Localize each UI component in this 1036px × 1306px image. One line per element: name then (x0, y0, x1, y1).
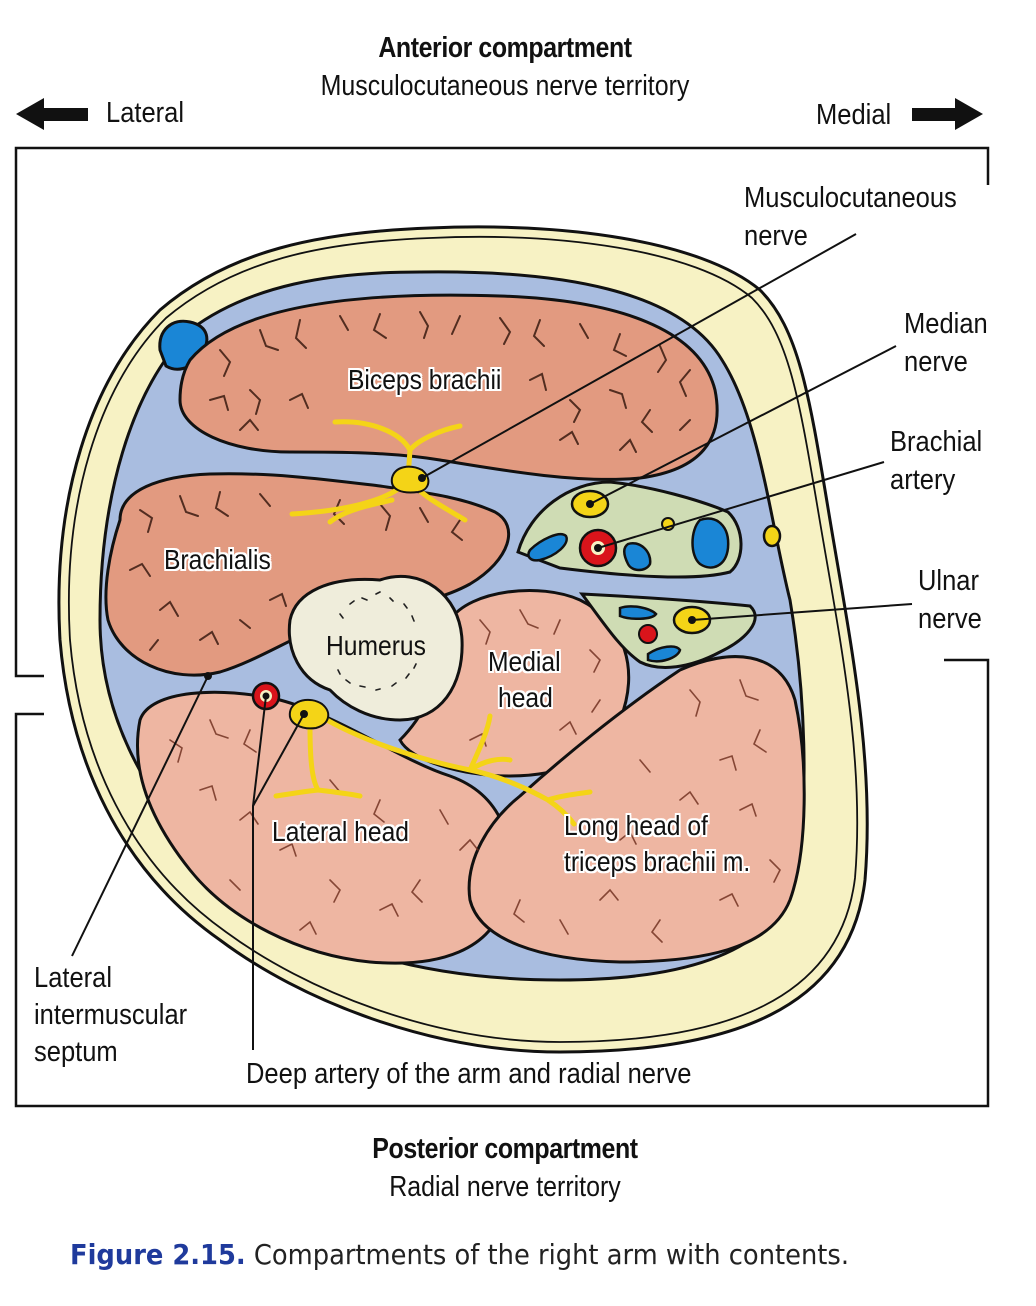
arrow-left-icon (16, 98, 88, 130)
label-biceps-brachii: Biceps brachii (348, 364, 502, 395)
callout-ulnar-line2: nerve (918, 603, 982, 635)
label-long-head-line1: Long head of (564, 810, 708, 841)
humerus-bone (287, 574, 464, 722)
posterior-compartment-bracket (14, 658, 990, 1108)
arrow-right-icon (912, 98, 983, 130)
label-long-head-line2: triceps brachii m. (564, 846, 751, 877)
figure-caption-text: Compartments of the right arm with conte… (245, 1238, 850, 1271)
posterior-compartment-subtitle: Radial nerve territory (389, 1171, 621, 1203)
callout-musculocutaneous-line2: nerve (744, 220, 808, 252)
brachial-vein-2 (623, 541, 652, 572)
leader-ulnar (691, 603, 913, 621)
callout-ulnar-line1: Ulnar (918, 565, 979, 597)
label-lateral-head: Lateral head (272, 816, 410, 847)
callout-brachial-line1: Brachial (890, 426, 983, 458)
leader-median (589, 345, 897, 505)
callout-median-line2: nerve (904, 346, 968, 378)
long-head-muscle (467, 655, 806, 964)
callout-septum-line1: Lateral (34, 962, 113, 994)
medial-direction-label: Medial (816, 99, 892, 131)
medial-cutaneous-nerve (762, 524, 782, 548)
label-humerus: Humerus (326, 630, 426, 661)
label-brachialis: Brachialis (164, 544, 271, 575)
anterior-compartment-bracket (14, 146, 990, 678)
lateral-direction-label: Lateral (106, 97, 185, 129)
brachial-vein-1 (527, 533, 568, 562)
label-medial-head-line1: Medial (488, 646, 561, 677)
musculocutaneous-nerve-icon (390, 465, 430, 494)
figure-number: Figure 2.15. (70, 1238, 246, 1271)
callout-deep-artery: Deep artery of the arm and radial nerve (246, 1058, 692, 1090)
muscle-texture (129, 311, 691, 651)
figure-caption: Figure 2.15. Compartments of the right a… (70, 1238, 849, 1271)
bone-marrow-texture (337, 591, 417, 691)
callout-brachial-line2: artery (890, 464, 956, 496)
radial-nerve-branches (273, 713, 593, 827)
leader-brachial (597, 461, 885, 549)
brachialis-muscle (104, 472, 511, 677)
leader-musculocutaneous (421, 233, 857, 479)
leader-septum (71, 675, 209, 957)
anterior-compartment-title: Anterior compartment (378, 32, 632, 64)
callout-septum-line2: intermuscular (34, 999, 188, 1031)
callout-septum-line3: septum (34, 1036, 118, 1068)
label-medial-head-line2: head (498, 682, 553, 713)
ulnar-vein-1 (618, 605, 658, 620)
callout-musculocutaneous-line1: Musculocutaneous (744, 182, 957, 214)
ulnar-vein-2 (646, 645, 682, 663)
callout-median-line1: Median (904, 308, 988, 340)
superior-ulnar-collateral-artery (638, 624, 658, 644)
posterior-compartment-title: Posterior compartment (372, 1133, 638, 1165)
basilic-vein (691, 517, 730, 569)
muscle-texture-posterior (169, 609, 781, 943)
anterior-compartment-subtitle: Musculocutaneous nerve territory (320, 70, 690, 102)
leader-lines (71, 233, 913, 1050)
radial-nerve-icon (288, 698, 330, 730)
